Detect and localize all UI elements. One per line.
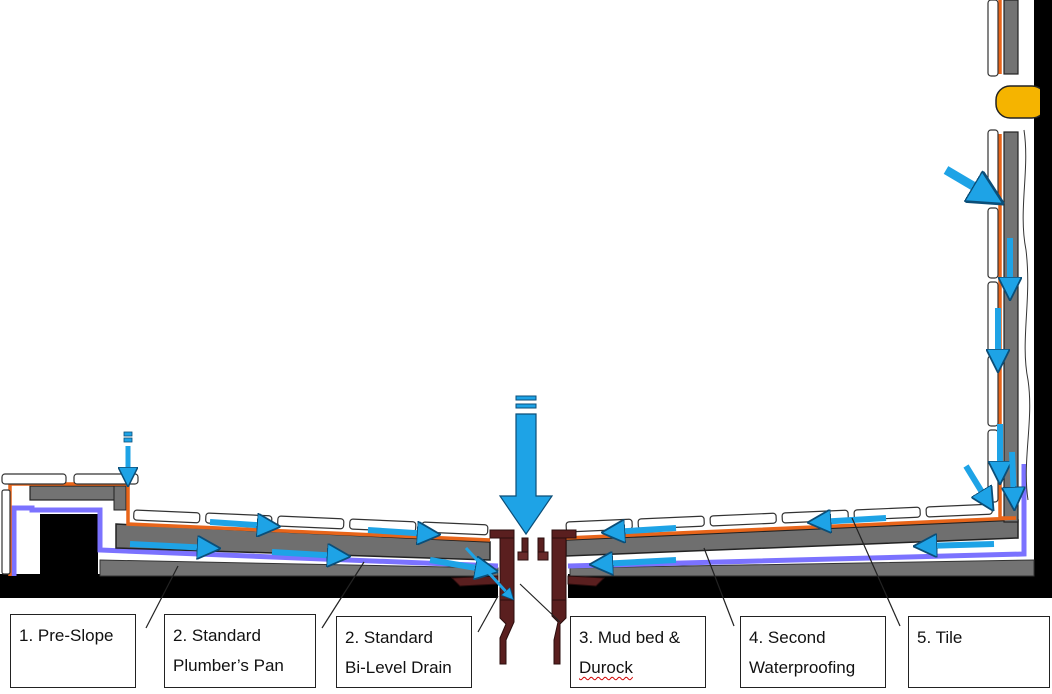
label-plumbers-pan: 2. Standard Plumber’s Pan xyxy=(164,614,316,688)
tiles xyxy=(1,0,999,575)
label-tile: 5. Tile xyxy=(908,616,1050,688)
water-flow-arrow-icon xyxy=(209,522,270,526)
pre-slope-bed-right xyxy=(569,559,1035,577)
water-flow-arrow-icon xyxy=(271,552,340,556)
water-flow-arrows xyxy=(124,166,1014,596)
subfloor xyxy=(0,0,1052,598)
label-second-waterproofing: 4. Second Waterproofing xyxy=(740,616,886,688)
water-flow-arrow-icon xyxy=(963,464,988,502)
wall-surface xyxy=(1022,129,1031,501)
label-bilevel-drain: 2. Standard Bi-Level Drain xyxy=(336,616,472,688)
pan-liner xyxy=(11,505,499,576)
water-flow-arrow-icon xyxy=(498,395,554,536)
water-flow-arrow-icon xyxy=(943,166,990,196)
water-flow-arrow-icon xyxy=(600,560,677,564)
water-flow-arrow-icon xyxy=(367,530,430,534)
water-flow-arrow-icon xyxy=(429,560,488,570)
second-waterproofing-right xyxy=(565,134,1017,540)
curb-block xyxy=(29,485,125,501)
label-mud-bed: 3. Mud bed & Durock xyxy=(570,616,706,688)
pipe-icon xyxy=(995,85,1052,119)
water-flow-arrow-icon xyxy=(924,544,995,546)
wall-board-upper xyxy=(1003,0,1019,75)
water-flow-arrow-icon xyxy=(129,544,210,548)
label-pre-slope: 1. Pre-Slope xyxy=(10,614,136,688)
wall-board xyxy=(1003,131,1019,523)
water-flow-arrow-icon xyxy=(464,546,510,596)
water-flow-arrow-icon xyxy=(818,518,887,522)
mud-bed-right xyxy=(565,519,1019,557)
water-flow-arrow-icon xyxy=(1012,451,1014,500)
leader-lines xyxy=(145,517,901,633)
curb-side xyxy=(113,485,127,511)
water-flow-arrow-icon xyxy=(612,528,677,532)
water-flow-arrow-icon xyxy=(124,431,132,478)
drain-icon xyxy=(450,529,606,665)
